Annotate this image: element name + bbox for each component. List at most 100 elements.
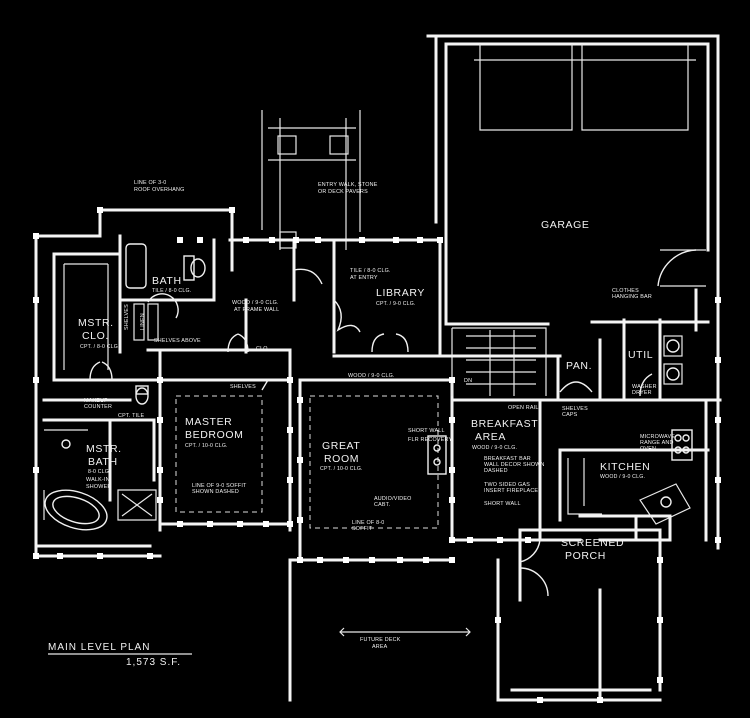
room-labels: GARAGE LIBRARY CPT. / 9-0 CLG. BATH TILE…: [78, 219, 653, 562]
column-marker: [715, 297, 721, 303]
column-marker: [449, 497, 455, 503]
label-great-1: GREAT: [322, 440, 360, 452]
label-mstr-bath-1: MSTR.: [86, 443, 122, 455]
entry-and-library: [228, 110, 454, 358]
column-marker: [657, 557, 663, 563]
column-marker: [537, 697, 543, 703]
note-soffit-1: LINE OF 9-0 SOFFIT: [192, 483, 247, 489]
note-makeup-2: COUNTER: [84, 404, 112, 410]
column-marker: [297, 397, 303, 403]
note-shelves-caps-1: SHELVES: [562, 406, 588, 412]
column-marker: [417, 237, 423, 243]
note-roof-2: ROOF OVERHANG: [134, 187, 185, 193]
column-marker: [393, 237, 399, 243]
note-makeup-1: MAKEUP: [84, 398, 108, 404]
note-shelves-above: SHELVES ABOVE: [154, 338, 201, 344]
note-short-wall-1: SHORT WALL: [408, 428, 445, 434]
column-marker: [237, 521, 243, 527]
label-master-1: MASTER: [185, 416, 232, 428]
column-marker: [287, 477, 293, 483]
note-future-deck-1: FUTURE DECK: [360, 637, 401, 643]
label-library: LIBRARY: [376, 287, 425, 299]
note-shelves-caps-2: CAPS: [562, 412, 578, 418]
label-porch: PORCH: [565, 550, 606, 562]
column-marker: [715, 537, 721, 543]
label-mstr-clo-1: MSTR.: [78, 317, 114, 329]
column-marker: [467, 537, 473, 543]
column-marker: [449, 557, 455, 563]
label-bath-ceiling: TILE / 8-0 CLG.: [152, 288, 191, 294]
note-shelves: SHELVES: [230, 384, 256, 390]
label-breakfast-1: BREAKFAST: [471, 418, 538, 430]
note-soffit-8-1: LINE OF 8-0: [352, 520, 384, 526]
column-marker: [177, 521, 183, 527]
column-marker: [33, 233, 39, 239]
note-audio-1: AUDIO/VIDEO: [374, 496, 412, 502]
label-mstr-clo-2: CLO.: [82, 330, 109, 342]
column-marker: [157, 417, 163, 423]
column-marker: [33, 467, 39, 473]
note-entry-2: OR DECK PAVERS: [318, 189, 368, 195]
garage-area: [426, 34, 720, 550]
column-marker: [343, 557, 349, 563]
column-marker: [297, 557, 303, 563]
stair-and-breakfast: [450, 327, 722, 542]
label-mstr-bath-2: BATH: [88, 456, 118, 468]
column-marker: [449, 417, 455, 423]
column-marker: [287, 521, 293, 527]
column-marker: [297, 457, 303, 463]
column-marker: [297, 517, 303, 523]
label-master-ceiling: CPT. / 10-0 CLG.: [185, 443, 228, 449]
label-util: UTIL: [628, 349, 653, 361]
column-marker: [269, 237, 275, 243]
column-marker: [97, 553, 103, 559]
column-marker: [317, 557, 323, 563]
note-short-wall-2: SHORT WALL: [484, 501, 521, 507]
column-marker: [57, 553, 63, 559]
column-marker: [497, 537, 503, 543]
column-marker: [157, 377, 163, 383]
note-entry-1: ENTRY WALK, STONE: [318, 182, 378, 188]
label-pan: PAN.: [566, 360, 592, 372]
column-marker: [157, 497, 163, 503]
column-marker: [715, 357, 721, 363]
label-clo: CLO.: [256, 346, 269, 352]
label-mstr-clo-ceiling: CPT. / 8-0 CLG.: [80, 344, 120, 350]
column-marker: [423, 557, 429, 563]
note-breakfast-2: WALL DECOR SHOWN: [484, 462, 545, 468]
column-marker: [657, 677, 663, 683]
column-marker: [657, 617, 663, 623]
column-marker: [33, 553, 39, 559]
plan-title-name: MAIN LEVEL PLAN: [48, 642, 150, 653]
note-two-sided-2: INSERT FIREPLACE: [484, 488, 538, 494]
screened-porch: [496, 528, 662, 702]
column-marker: [315, 237, 321, 243]
column-marker: [97, 207, 103, 213]
note-cpt-tile: CPT. TILE: [118, 413, 144, 419]
column-marker: [715, 477, 721, 483]
note-frame-2: AT FRAME WALL: [234, 307, 279, 313]
label-library-ceiling: CPT. / 9-0 CLG.: [376, 301, 416, 307]
column-marker: [449, 377, 455, 383]
label-master-2: BEDROOM: [185, 429, 243, 441]
column-marker: [157, 467, 163, 473]
label-kitchen: KITCHEN: [600, 461, 650, 473]
column-marker: [397, 557, 403, 563]
note-clothes: CLOTHES: [612, 288, 639, 294]
kitchen: [558, 398, 710, 542]
note-breakfast-3: DASHED: [484, 468, 508, 474]
note-dryer: DRYER: [632, 390, 652, 396]
note-walk-in-2: SHOWER: [86, 484, 111, 490]
column-marker: [177, 237, 183, 243]
annotation-notes: LINE OF 3-0 ROOF OVERHANG ENTRY WALK, ST…: [84, 180, 675, 650]
column-marker: [33, 377, 39, 383]
column-marker: [437, 237, 443, 243]
label-great-ceiling: CPT. / 10-0 CLG.: [320, 466, 363, 472]
note-flr-recovery: FLR RECOVERY: [408, 437, 452, 443]
label-kitchen-ceiling: WOOD / 9-0 CLG.: [600, 474, 645, 480]
note-dn: DN: [464, 378, 472, 384]
column-marker: [525, 537, 531, 543]
label-mstr-bath-ceiling: 8-0 CLG.: [88, 469, 111, 475]
note-roof-1: LINE OF 3-0: [134, 180, 166, 186]
